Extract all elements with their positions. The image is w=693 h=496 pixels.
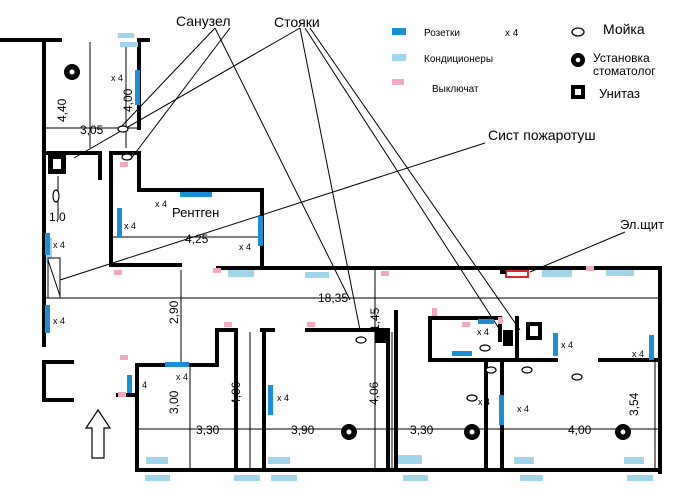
toilets: [48, 154, 542, 340]
outlet-count: x 4: [517, 404, 529, 414]
legend-ac-swatch: [392, 54, 406, 61]
dim-2-90: 2,90: [167, 300, 181, 324]
legend-switch-label: Выключат: [432, 84, 479, 95]
risers: [375, 330, 513, 346]
outlet-count: x 4: [111, 73, 123, 83]
leader-lines: [59, 27, 626, 331]
legend-toilet-label: Унитаз: [599, 86, 640, 101]
dim-18-35: 18,35: [318, 291, 348, 305]
outlet-count: x 4: [478, 397, 490, 407]
outlet-count: x 4: [277, 393, 289, 403]
label-electrical-panel: Эл.щит: [620, 217, 664, 232]
label-bathroom: Санузел: [176, 13, 231, 29]
dim-3-05: 3,05: [80, 123, 104, 137]
outlet-count: x 4: [561, 340, 573, 350]
dim-4-06-left: 4,06: [229, 381, 243, 405]
dim-3-30-left: 3,30: [196, 423, 220, 437]
legend-dental-unit-label-2: стоматолог: [593, 64, 656, 78]
outlet-count: x 4: [124, 221, 136, 231]
dim-4-00-top: 4,00: [121, 88, 135, 112]
label-xray-room: Рентген: [172, 205, 219, 220]
outlet-count: x 4: [477, 327, 489, 337]
electrical-panel: [505, 270, 529, 278]
legend-sink-icon: [571, 27, 585, 37]
dim-4-40: 4,40: [55, 98, 69, 122]
dim-1-0: 1,0: [49, 210, 66, 224]
label-fire-system: Сист пожаротуш: [488, 127, 596, 143]
ac-units: [46, 33, 653, 481]
legend-ac-label: Кондиционеры: [424, 54, 493, 65]
dim-3-90: 3,90: [291, 423, 315, 437]
legend-sink-label: Мойка: [603, 21, 645, 37]
legend-switch-swatch: [392, 79, 404, 85]
outlet-count: x 4: [53, 240, 65, 250]
legend-outlets-count: x 4: [505, 28, 519, 39]
dim-4-06-right: 4,06: [367, 381, 381, 405]
outlet-count: x 4: [135, 380, 147, 390]
walls: [0, 38, 662, 474]
dimension-lines: [46, 42, 658, 470]
outlet-count: x 4: [155, 199, 167, 209]
entrance-arrow-icon: [84, 408, 112, 459]
dim-4-00-bottom: 4,00: [568, 423, 592, 437]
label-risers: Стояки: [274, 14, 320, 30]
outlet-count: x 4: [53, 316, 65, 326]
legend-dental-unit-label-1: Установка: [593, 51, 650, 65]
dim-4-25: 4,25: [185, 232, 209, 246]
sinks: [52, 125, 583, 402]
dim-3-00: 3,00: [167, 390, 181, 414]
legend-outlet-swatch: [392, 28, 406, 35]
outlets: [45, 70, 654, 425]
dim-1-45: 1,45: [368, 307, 382, 331]
switches: [114, 162, 594, 397]
dim-3-54: 3,54: [627, 392, 641, 416]
dental-units: [64, 64, 631, 440]
dim-3-30-right: 3,30: [410, 423, 434, 437]
outlet-count: x 4: [632, 349, 644, 359]
legend-outlets-label: Розетки: [424, 28, 460, 39]
outlet-count: x 4: [239, 242, 251, 252]
panel-marker: [500, 268, 506, 274]
outlet-count: x 4: [176, 372, 188, 382]
legend: [392, 27, 585, 99]
